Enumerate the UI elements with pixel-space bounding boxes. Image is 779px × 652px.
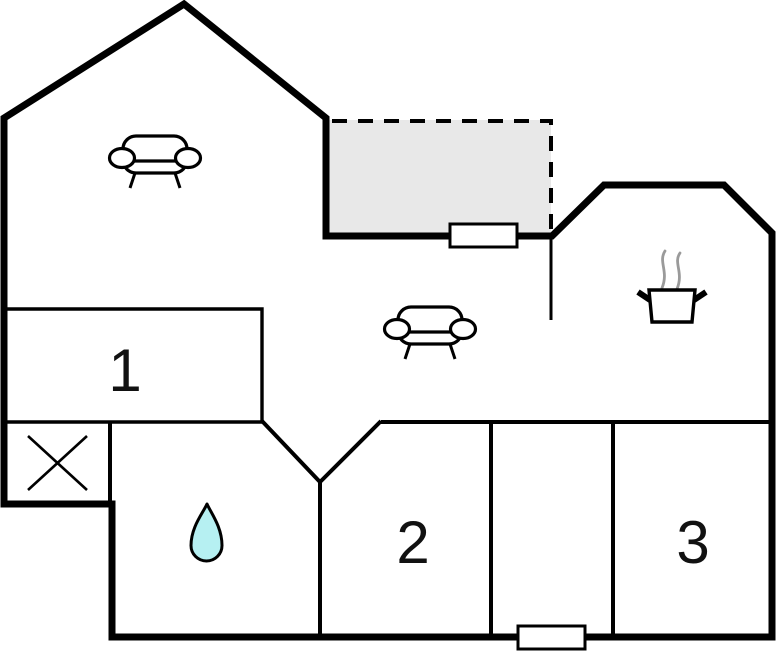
door-marker-bottom: [516, 624, 587, 651]
sofa-icon: [107, 134, 203, 189]
sofa-armrest-left: [107, 146, 137, 170]
cooking-pot-icon: [636, 249, 708, 324]
pot-outline: [647, 288, 697, 324]
steam-line-left: [660, 249, 667, 290]
exterior-wall: [0, 0, 776, 641]
pot-handle-right: [692, 289, 708, 303]
steam-line-right: [675, 251, 682, 291]
sofa-armrest-left: [382, 317, 412, 341]
steam-lines: [660, 249, 682, 291]
window-marker-top: [448, 222, 519, 249]
sofa-legs: [403, 343, 457, 360]
room-label-3: 3: [676, 509, 709, 576]
terrace-dashed-edge: [332, 119, 553, 232]
water-drop-icon: [189, 502, 224, 563]
pot-body: [636, 288, 708, 324]
sofa-legs: [128, 172, 182, 189]
terrace-area: [329, 120, 551, 234]
x-cross-icon: [27, 435, 88, 491]
room-label-1: 1: [108, 337, 141, 404]
sofa-icon: [382, 305, 478, 360]
sofa-armrest-right: [173, 146, 203, 170]
interior-walls: [4, 238, 772, 637]
room1-walls: [4, 307, 264, 424]
pot-handle-left: [636, 289, 652, 303]
sofa-armrest-right: [448, 317, 478, 341]
room-label-2: 2: [396, 509, 429, 576]
